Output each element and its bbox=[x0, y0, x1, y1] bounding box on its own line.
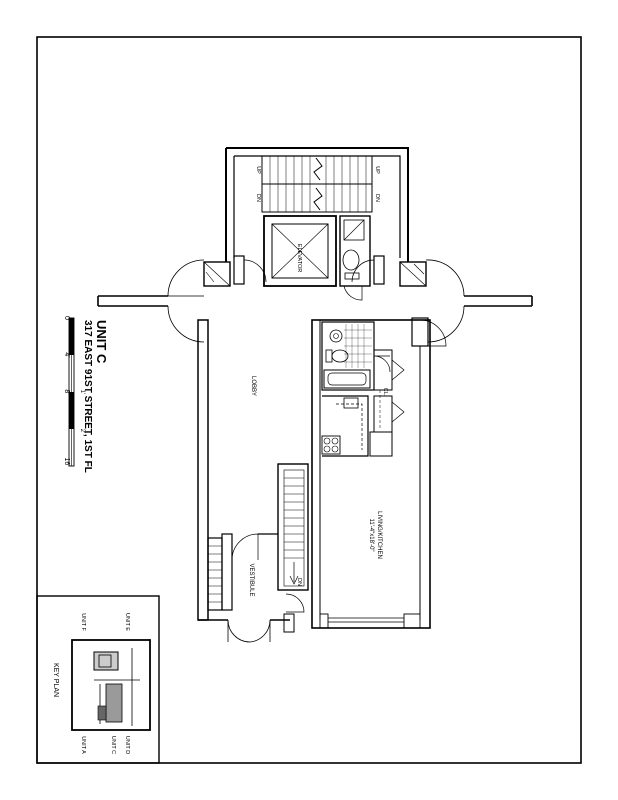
bathtub-basin bbox=[327, 372, 367, 386]
scale-bar: 0 4' 8' 16' 1' 2' bbox=[63, 316, 85, 467]
vestibule-partition bbox=[221, 533, 233, 611]
core-pilaster bbox=[373, 255, 385, 285]
scale-label-4: 4' bbox=[63, 352, 70, 357]
key-plan-unit-a: UNIT A bbox=[80, 736, 86, 754]
key-plan-unit-e: UNIT E bbox=[124, 613, 130, 631]
bathtub bbox=[323, 369, 371, 389]
stair-dn-label-lobby: DN bbox=[296, 578, 302, 586]
key-plan-frame bbox=[36, 595, 160, 764]
core-utility-closet bbox=[343, 219, 365, 241]
building-core bbox=[225, 147, 409, 301]
core-outer-wall bbox=[226, 147, 409, 262]
lobby-walls bbox=[97, 255, 533, 643]
bathroom-toilet-tank bbox=[325, 349, 333, 363]
left-upper-door-swing bbox=[167, 259, 205, 297]
unit-entry-door-swing bbox=[419, 319, 447, 347]
kitchen-sink bbox=[343, 397, 359, 409]
key-plan-core bbox=[93, 651, 119, 671]
lobby-stair bbox=[277, 463, 309, 591]
elevator-label: ELEVATOR bbox=[296, 244, 302, 272]
vestibule-door-swing bbox=[231, 533, 259, 561]
title-block: UNIT C 317 EAST 91ST STREET, 1ST FL bbox=[82, 320, 109, 473]
key-plan-unit-c: UNIT C bbox=[110, 736, 116, 754]
bathroom-door-swing bbox=[373, 355, 391, 373]
key-plan-title: KEY PLAN bbox=[52, 663, 59, 697]
key-plan: KEY PLAN UNIT A UNIT C UNIT D UNIT E UNI… bbox=[36, 595, 160, 764]
right-pier bbox=[399, 261, 427, 287]
living-kitchen-dims: 11'-4"x18'-0" bbox=[368, 518, 374, 551]
stair-dn-label-left: DN bbox=[255, 194, 261, 202]
closet-upper bbox=[373, 349, 393, 391]
key-plan-unit-d: UNIT D bbox=[124, 736, 130, 754]
entry-door-right-swing bbox=[249, 619, 271, 643]
stair-break-line bbox=[313, 157, 323, 181]
closet-diagonal bbox=[343, 219, 365, 241]
right-upper-door-swing bbox=[425, 259, 465, 297]
stair-up-label-left: UP bbox=[255, 166, 261, 174]
unit-c-corner-pier bbox=[403, 613, 421, 629]
key-plan-building bbox=[71, 639, 151, 731]
lobby-left-wall bbox=[197, 319, 209, 621]
scale-sublabel-1: 1' bbox=[79, 390, 85, 394]
left-pier-hatch bbox=[205, 271, 215, 283]
elevator-cross bbox=[271, 223, 329, 279]
lobby-stair-arrowhead bbox=[289, 575, 299, 585]
key-plan-stair bbox=[98, 654, 112, 668]
kitchen-range bbox=[321, 435, 341, 455]
core-utility-room bbox=[339, 215, 371, 287]
right-lower-door-swing bbox=[427, 305, 465, 343]
core-toilet-bowl bbox=[342, 249, 360, 271]
closet-lower-door bbox=[391, 401, 405, 423]
range-burner bbox=[331, 437, 339, 445]
stair-dn-label-right: DN bbox=[374, 194, 380, 202]
left-pier bbox=[203, 261, 231, 287]
key-plan-unit-f: UNIT F bbox=[80, 613, 86, 631]
sheet-border bbox=[36, 36, 582, 764]
core-door-swing bbox=[343, 285, 363, 301]
bathroom-sink-drain bbox=[333, 333, 339, 339]
lobby-stair-inner bbox=[283, 469, 305, 587]
closet-lower bbox=[373, 395, 393, 433]
bathroom-toilet bbox=[331, 349, 349, 363]
range-burner bbox=[331, 445, 339, 453]
scale-label-8: 8' bbox=[63, 389, 70, 394]
scale-label-16: 16' bbox=[63, 457, 70, 466]
unit-c-outline bbox=[311, 319, 431, 629]
elevator-shaft bbox=[263, 215, 337, 287]
core-right-door-swing bbox=[351, 259, 375, 283]
vestibule-stair-block bbox=[207, 537, 223, 611]
key-plan-stoop bbox=[97, 705, 107, 721]
right-pier-hatch bbox=[399, 261, 427, 287]
elevator-car bbox=[271, 223, 329, 279]
stair-door-swing bbox=[285, 593, 305, 613]
core-left-door-swing bbox=[243, 259, 267, 283]
scale-sublabel-2: 2' bbox=[79, 429, 85, 433]
kitchen-counter-edge bbox=[336, 403, 363, 450]
bathroom-sink bbox=[329, 329, 343, 343]
kitchen-fridge bbox=[369, 431, 393, 457]
stair-break-line bbox=[313, 187, 323, 211]
vestibule-label: VESTIBULE bbox=[248, 563, 254, 596]
stair-door-frame bbox=[283, 613, 295, 633]
unit-title: UNIT C bbox=[94, 320, 109, 364]
stair-up-label-right: UP bbox=[374, 166, 380, 174]
unit-entry-jamb bbox=[411, 317, 429, 347]
closet-label: CL. bbox=[382, 388, 388, 397]
left-pier-hatch bbox=[203, 261, 231, 287]
scale-label-0: 0 bbox=[63, 316, 70, 320]
right-pier-hatch bbox=[413, 263, 425, 275]
unit-c-corner-pier bbox=[319, 613, 329, 629]
kitchen-counter bbox=[322, 395, 369, 457]
closet-upper-door bbox=[391, 359, 405, 381]
entry-door-left-swing bbox=[227, 619, 251, 643]
range-burner bbox=[323, 445, 331, 453]
address-line: 317 EAST 91ST STREET, 1ST FL bbox=[82, 320, 93, 473]
living-kitchen-label: LIVING/KITCHEN bbox=[376, 511, 382, 559]
core-pilaster bbox=[233, 255, 245, 285]
key-plan-unit-c-hatch bbox=[105, 683, 123, 723]
range-burner bbox=[323, 437, 331, 445]
lobby-label: LOBBY bbox=[250, 376, 256, 396]
